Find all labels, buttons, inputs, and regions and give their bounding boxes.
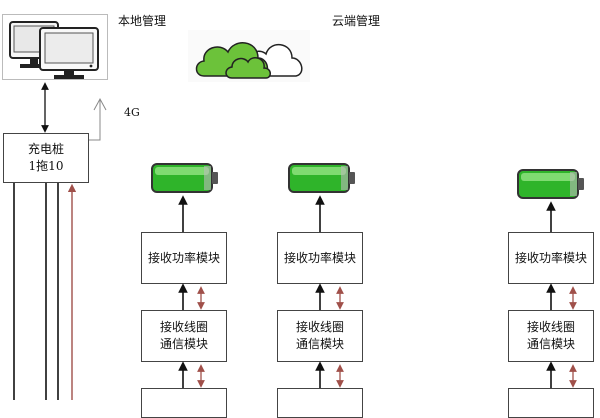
coil-module-label-line1: 接收线圈: [159, 320, 208, 334]
coil-module-label-line2: 通信模块: [526, 337, 575, 351]
receive-power-module-label: 接收功率模块: [283, 250, 356, 265]
receive-power-module-2: 接收功率模块: [277, 232, 363, 284]
coil-module-label-line1: 接收线圈: [526, 320, 575, 334]
cloud-management-title: 云端管理: [332, 14, 381, 28]
label-4g: 4G: [124, 106, 140, 119]
cloud-icon: [188, 30, 310, 82]
receive-power-module-label: 接收功率模块: [514, 250, 587, 265]
receive-power-module-3: 接收功率模块: [508, 232, 594, 284]
receive-coil-comm-module-1: 接收线圈 通信模块: [141, 310, 227, 362]
battery-icon: [150, 160, 220, 196]
local-management-title: 本地管理: [118, 14, 167, 28]
battery-icon: [516, 166, 586, 202]
charger-label-line2: 1拖10: [28, 159, 64, 173]
coil-module-label-line2: 通信模块: [295, 337, 344, 351]
charger-box: 充电桩 1拖10: [3, 133, 89, 183]
computer-monitors-icon: [2, 14, 108, 80]
connector-layer: [13, 82, 577, 400]
coil-module-label-line1: 接收线圈: [295, 320, 344, 334]
battery-icon: [287, 160, 357, 196]
antenna-4g-line: [89, 100, 101, 141]
receive-coil-comm-module-3: 接收线圈 通信模块: [508, 310, 594, 362]
receive-coil-comm-module-2: 接收线圈 通信模块: [277, 310, 363, 362]
coil-module-label-line2: 通信模块: [159, 337, 208, 351]
antenna-4g-arrowhead: [93, 97, 107, 111]
receive-power-module-label: 接收功率模块: [147, 250, 220, 265]
charger-label-line1: 充电桩: [27, 142, 64, 156]
